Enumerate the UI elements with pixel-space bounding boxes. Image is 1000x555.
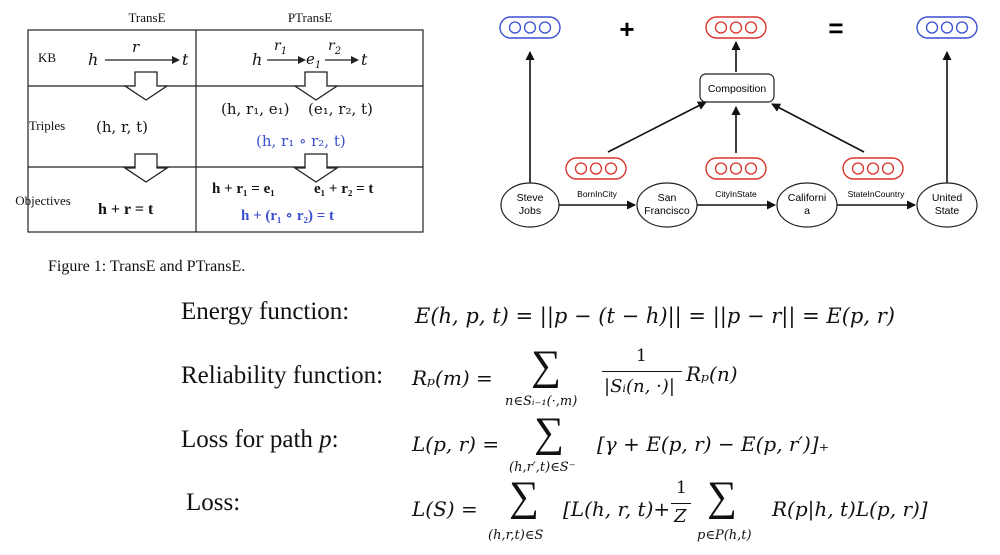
vector-blue-right: [916, 16, 978, 39]
objective-transe: h + r = t: [98, 201, 154, 218]
svg-text:Francisco: Francisco: [644, 205, 690, 217]
transe-kb-arrow: [105, 56, 180, 64]
col-header-transe: TransE: [128, 10, 166, 25]
svg-text:State: State: [935, 205, 960, 217]
formula-loss-path-lhs: L(p, r) =: [412, 432, 500, 456]
figure-caption: Figure 1: TransE and PTransE.: [48, 258, 246, 275]
formula-loss-rhs: R(p|h, t)L(p, r)]: [772, 497, 928, 521]
composition-box: [699, 73, 775, 103]
formula-loss-frac-num: 1: [676, 478, 687, 498]
formula-reliability-rhs: Rₚ(n): [686, 362, 738, 386]
node-united-state: United State: [916, 182, 978, 228]
ptranse-kb-arrow-1: [267, 56, 306, 64]
objective-ptranse-b: e₁ + r₂ = t: [314, 181, 374, 197]
vector-red-stateincountry: [842, 157, 904, 180]
sum-symbol: ∑: [707, 474, 737, 520]
objective-ptranse-a: h + r₁ = e₁: [212, 181, 275, 197]
formula-loss-frac-den: Z: [674, 506, 687, 527]
formula-energy-function: E(h, p, t) = ||p − (t − h)|| = ||p − r||…: [415, 304, 895, 328]
down-arrow-icon: [292, 153, 340, 183]
label-reliability-function: Reliability function:: [181, 362, 384, 389]
formula-loss-sum2-sub: p∈P(h,t): [697, 528, 752, 543]
formula-reliability-lhs: Rₚ(m) =: [412, 366, 493, 390]
svg-text:Jobs: Jobs: [519, 205, 541, 217]
sum-symbol: ∑: [509, 474, 539, 520]
edge-label-borncity: BornInCity: [577, 189, 617, 199]
row-label-kb: KB: [37, 50, 57, 65]
arrow-borncity-to-composition: [607, 101, 707, 153]
triples-ptranse-a: (h, r₁, e₁): [221, 100, 290, 118]
svg-text:United: United: [932, 192, 963, 204]
kb-transe-h: h: [88, 50, 99, 69]
comparison-table: TransE PTransE KB Triples Objectives h r…: [12, 0, 427, 240]
row-label-objectives: Objectives: [15, 193, 71, 208]
svg-text:Steve: Steve: [517, 192, 544, 204]
label-loss-for-path: Loss for path p:: [181, 426, 339, 453]
plus-sign: +: [619, 14, 634, 44]
down-arrow-icon: [292, 71, 340, 101]
row-label-triples: Triples: [28, 118, 66, 133]
equals-sign: =: [828, 13, 843, 43]
path-composition-diagram: + = Composition S: [499, 13, 978, 228]
table-grid: [27, 29, 424, 233]
vector-red-borninCity: [565, 157, 627, 180]
vector-red-cityinstate: [705, 157, 767, 180]
node-san-francisco: San Francisco: [636, 182, 698, 228]
kb-ptranse-t: t: [361, 50, 368, 69]
ptranse-kb-arrow-2: [325, 56, 359, 64]
node-california: Californi a: [776, 182, 838, 228]
formula-loss-lhs: L(S) =: [412, 497, 478, 521]
kb-transe-r: r: [132, 38, 140, 56]
formula-reliability-frac-num: 1: [636, 346, 647, 366]
arrow-stateincountry-to-composition: [771, 103, 865, 153]
kb-ptranse-r1: r1: [274, 38, 288, 57]
sum-symbol: ∑: [534, 410, 564, 456]
formula-loss-path-sum-sub: (h,r′,t)∈S⁻: [509, 460, 576, 475]
kb-ptranse-e1: e1: [306, 50, 322, 71]
node-steve-jobs: Steve Jobs: [500, 182, 560, 228]
formula-loss-path-rhs: [γ + E(p, r) − E(p, r′)]₊: [597, 432, 830, 456]
label-loss: Loss:: [186, 489, 241, 516]
kb-transe-t: t: [182, 50, 189, 69]
kb-ptranse-h: h: [252, 50, 263, 69]
edge-label-cityinstate: CityInState: [715, 189, 757, 199]
col-header-ptranse: PTransE: [287, 10, 333, 25]
edge-label-stateincountry: StateInCountry: [848, 189, 905, 199]
down-arrow-icon: [122, 71, 170, 101]
svg-text:a: a: [804, 205, 810, 217]
down-arrow-icon: [122, 153, 170, 183]
sum-symbol: ∑: [531, 343, 561, 389]
kb-ptranse-r2: r2: [328, 38, 342, 57]
fraction-bar: [671, 503, 691, 505]
svg-text:San: San: [658, 192, 677, 204]
triples-transe: (h, r, t): [96, 118, 148, 136]
triples-ptranse-path: (h, r₁ ∘ r₂, t): [256, 132, 346, 150]
formula-reliability-frac-den: |Sᵢ(n, ·)|: [604, 376, 675, 397]
triples-ptranse-b: (e₁, r₂, t): [308, 100, 373, 118]
vector-red-top: [705, 16, 767, 39]
composition-label: Composition: [708, 83, 767, 95]
formula-loss-sum-sub: (h,r,t)∈S: [488, 528, 544, 543]
svg-text:Californi: Californi: [788, 192, 827, 204]
fraction-bar: [602, 371, 682, 373]
formula-loss-mid: [L(h, r, t)+: [563, 497, 671, 521]
vector-blue-left: [499, 16, 561, 39]
formula-reliability-sum-sub: n∈Sᵢ₋₁(·,m): [505, 394, 578, 409]
label-energy-function: Energy function:: [181, 298, 350, 325]
objective-ptranse-path: h + (r₁ ∘ r₂) = t: [241, 208, 335, 224]
